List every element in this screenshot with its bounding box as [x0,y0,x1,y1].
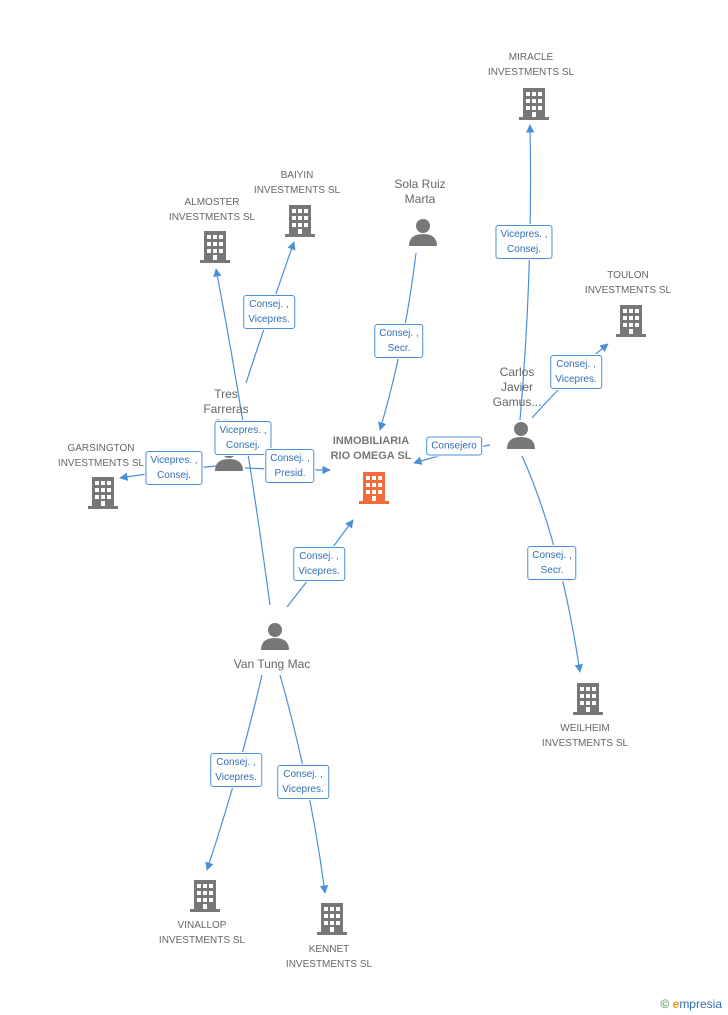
brand-initial: e [672,997,680,1011]
edge-label-van-vinallop: Consej. ,Vicepres. [210,753,262,787]
edge-label-carlos-miracle: Vicepres. ,Consej. [495,225,553,259]
building-icon[interactable] [200,231,230,263]
person-icon[interactable] [507,422,535,449]
edge-label-carlos-toulon: Consej. ,Vicepres. [550,355,602,389]
edge-label-tres-garsington: Vicepres. ,Consej. [145,451,203,485]
focus-building-icon[interactable] [359,472,389,504]
brand-footer[interactable]: © empresia [660,997,722,1011]
edge-label-van-focus: Consej. ,Vicepres. [293,547,345,581]
edge-label-carlos-focus: Consejero [426,436,482,456]
edge-label-van-kennet: Consej. ,Vicepres. [277,765,329,799]
edge-label-tres-baiyin: Consej. ,Vicepres. [243,295,295,329]
building-icon[interactable] [616,305,646,337]
building-icon[interactable] [519,88,549,120]
building-icon[interactable] [285,205,315,237]
person-icon[interactable] [409,219,437,246]
building-icon[interactable] [317,903,347,935]
edge-carlos-miracle [519,124,535,421]
edge-label-tres-focus: Consej. ,Presid. [265,449,315,483]
person-icon[interactable] [261,623,289,650]
brand-name: mpresia [679,997,722,1011]
copyright-icon: © [660,997,670,1011]
node-label-van[interactable]: Van Tung Mac [233,657,311,671]
building-icon[interactable] [573,683,603,715]
edge-label-sola-focus: Consej. ,Secr. [374,324,424,358]
edge-label-tres-almoster: Vicepres. ,Consej. [214,421,272,455]
building-icon[interactable] [88,477,118,509]
edge-label-carlos-weilheim: Consej. ,Secr. [527,546,577,580]
building-icon[interactable] [190,880,220,912]
